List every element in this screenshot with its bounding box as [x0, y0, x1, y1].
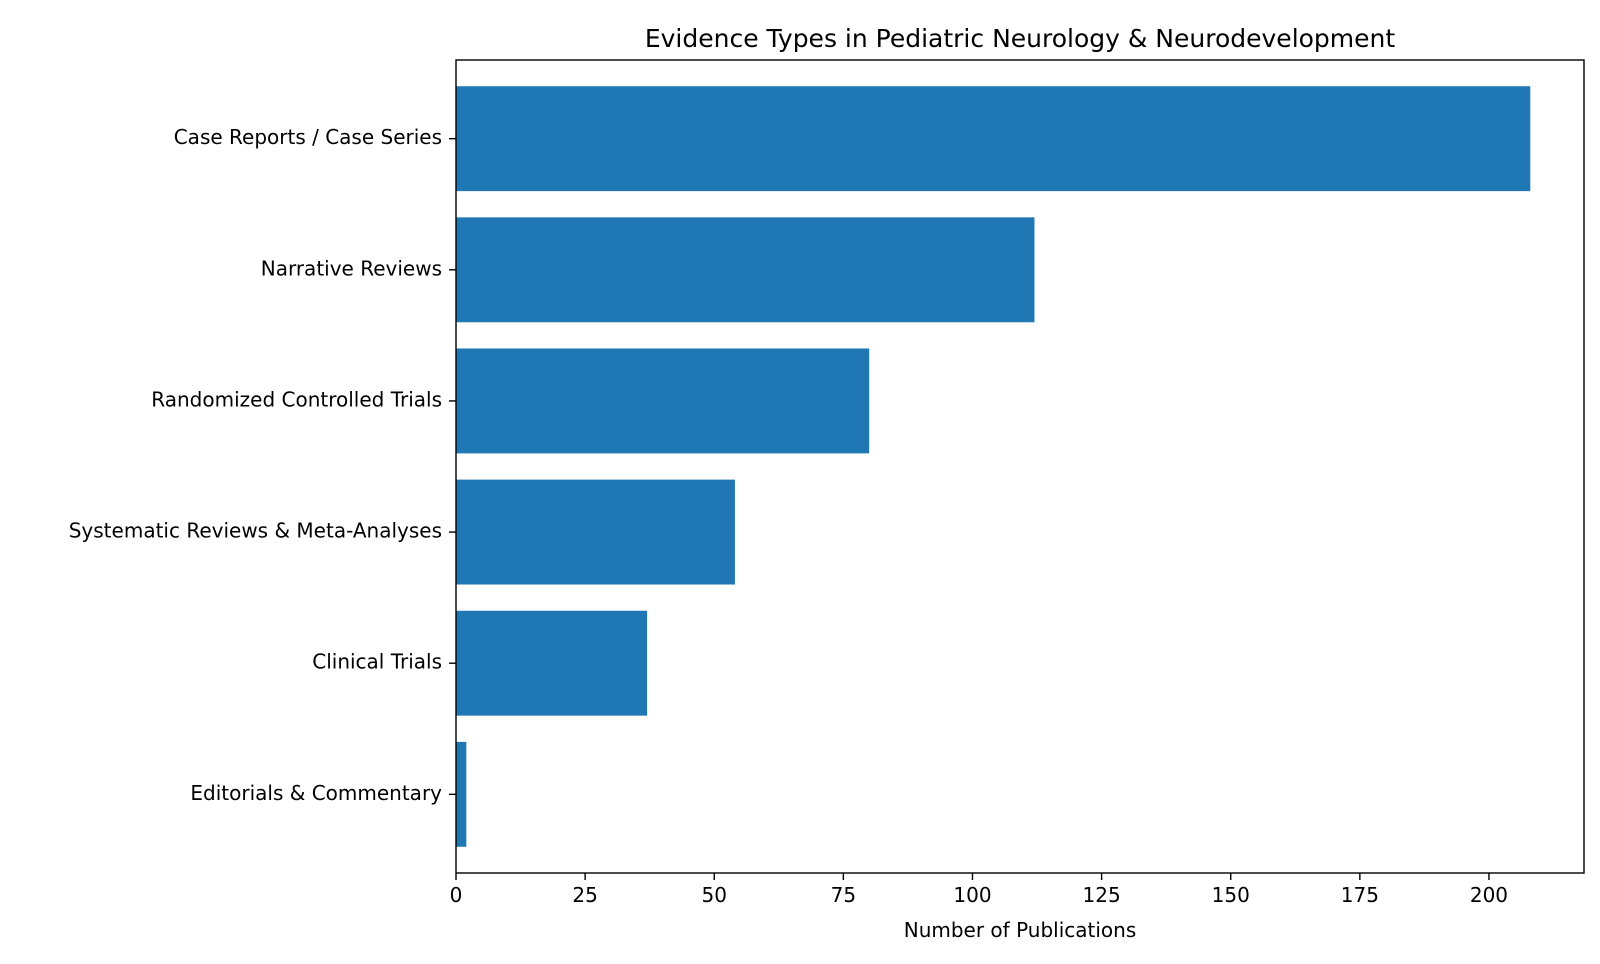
x-tick-label-4: 100	[953, 883, 991, 907]
x-tick-label-1: 25	[572, 883, 597, 907]
y-tick-label-2: Randomized Controlled Trials	[151, 387, 442, 411]
y-tick-label-0: Case Reports / Case Series	[174, 125, 442, 149]
bar-1	[456, 217, 1035, 323]
bar-5	[456, 741, 467, 847]
bars-group	[456, 86, 1531, 847]
y-tick-label-5: Editorials & Commentary	[190, 781, 442, 805]
x-tick-label-5: 125	[1083, 883, 1121, 907]
plot-frame	[455, 59, 1585, 874]
x-axis-label: Number of Publications	[904, 918, 1137, 942]
x-tick-label-2: 50	[702, 883, 727, 907]
x-tick-label-6: 150	[1212, 883, 1250, 907]
bar-4	[456, 610, 648, 716]
y-tick-label-3: Systematic Reviews & Meta-Analyses	[69, 519, 442, 543]
bar-0	[456, 86, 1531, 192]
y-tick-label-1: Narrative Reviews	[261, 256, 442, 280]
chart-title: Evidence Types in Pediatric Neurology & …	[645, 24, 1396, 53]
x-tick-label-0: 0	[450, 883, 463, 907]
x-tick-label-7: 175	[1341, 883, 1379, 907]
x-tick-label-8: 200	[1470, 883, 1508, 907]
y-tick-label-4: Clinical Trials	[312, 650, 442, 674]
x-axis: 0 25 50 75 100 125 150 175 200	[450, 873, 1508, 907]
x-tick-label-3: 75	[831, 883, 856, 907]
bar-2	[456, 348, 870, 454]
bar-3	[456, 479, 735, 585]
